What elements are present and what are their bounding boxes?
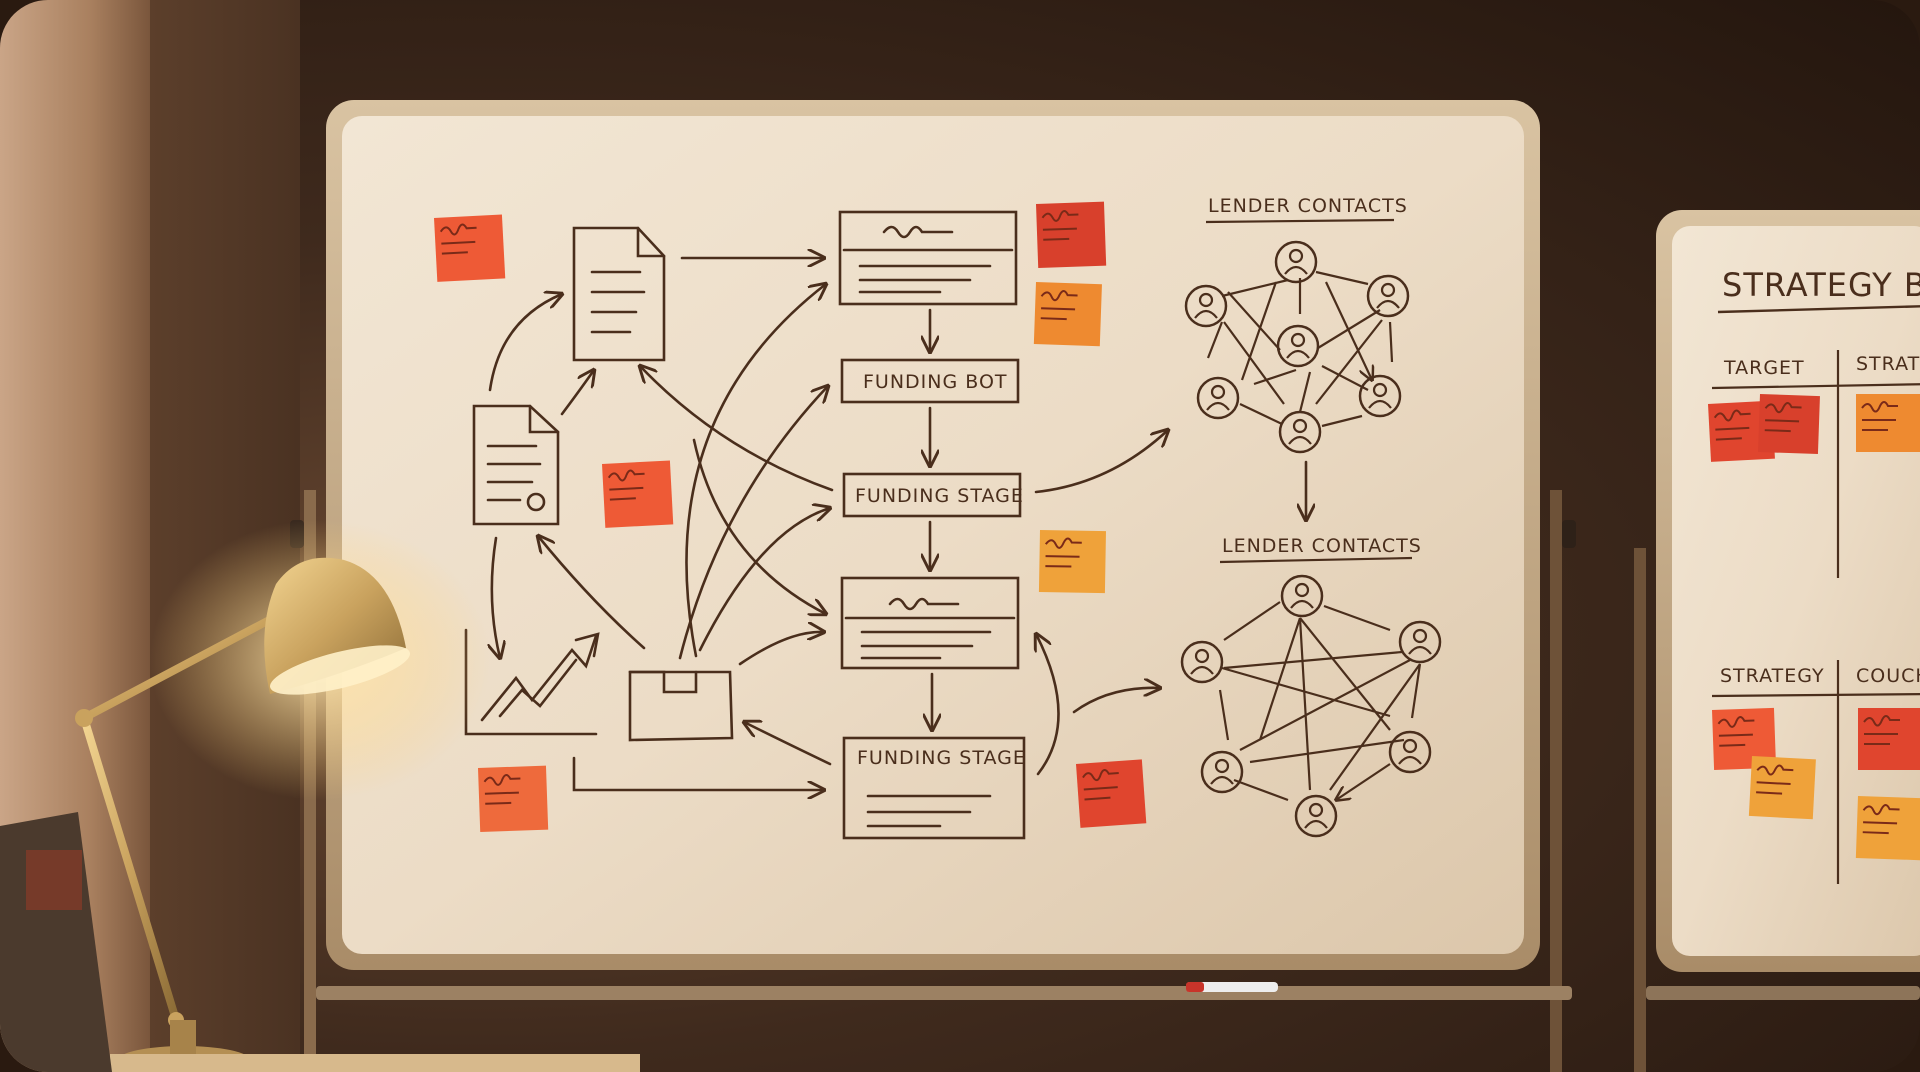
folder-icon — [628, 670, 734, 742]
funding-stage-label-1: FUNDING STAGE — [855, 485, 1024, 507]
strategy-board-title: STRATEGY B — [1722, 266, 1920, 304]
strategy-header-strate: STRATE — [1856, 353, 1920, 375]
document-icon-left — [472, 404, 560, 526]
stand-leg-right — [1550, 490, 1562, 1072]
marker — [1186, 982, 1278, 992]
lender-network-top — [1184, 240, 1410, 454]
laptop — [0, 812, 112, 1072]
document-icon-top — [572, 226, 666, 362]
marker-tray — [316, 986, 1572, 1000]
lender-contacts-label-top: LENDER CONTACTS — [1208, 195, 1408, 217]
summary-box-top — [838, 210, 1018, 306]
funding-bot-box — [840, 358, 1020, 404]
strategy-sticky-notes — [1708, 394, 1920, 861]
board-surface — [342, 116, 1524, 954]
sticky-note — [1038, 530, 1106, 594]
summary-box-middle — [840, 576, 1020, 670]
sticky-note — [1076, 759, 1147, 828]
strategy-whiteboard — [1634, 210, 1920, 1072]
strategy-header-couch: COUCH — [1856, 665, 1920, 687]
sticky-note — [478, 765, 549, 832]
strategy-header-strategy: STRATEGY — [1720, 665, 1825, 687]
sticky-note — [1033, 282, 1102, 347]
funding-stage-label-2: FUNDING STAGE — [857, 747, 1026, 769]
desk-edge — [110, 1054, 640, 1072]
sticky-note — [1036, 201, 1107, 268]
main-whiteboard — [290, 100, 1576, 1072]
strategy-header-target: TARGET — [1723, 357, 1805, 379]
desk-lamp — [75, 520, 490, 1072]
sticky-notes — [434, 201, 1147, 832]
funding-bot-label: FUNDING BOT — [863, 371, 1008, 393]
sticky-note — [434, 214, 506, 282]
funding-stage-box-2 — [842, 736, 1026, 840]
lender-network-bottom — [1180, 574, 1442, 838]
funding-stage-box-1 — [842, 472, 1022, 518]
flow-diagram — [464, 210, 1306, 840]
sticky-note — [602, 460, 674, 528]
lender-contacts-label-bottom: LENDER CONTACTS — [1222, 535, 1422, 557]
